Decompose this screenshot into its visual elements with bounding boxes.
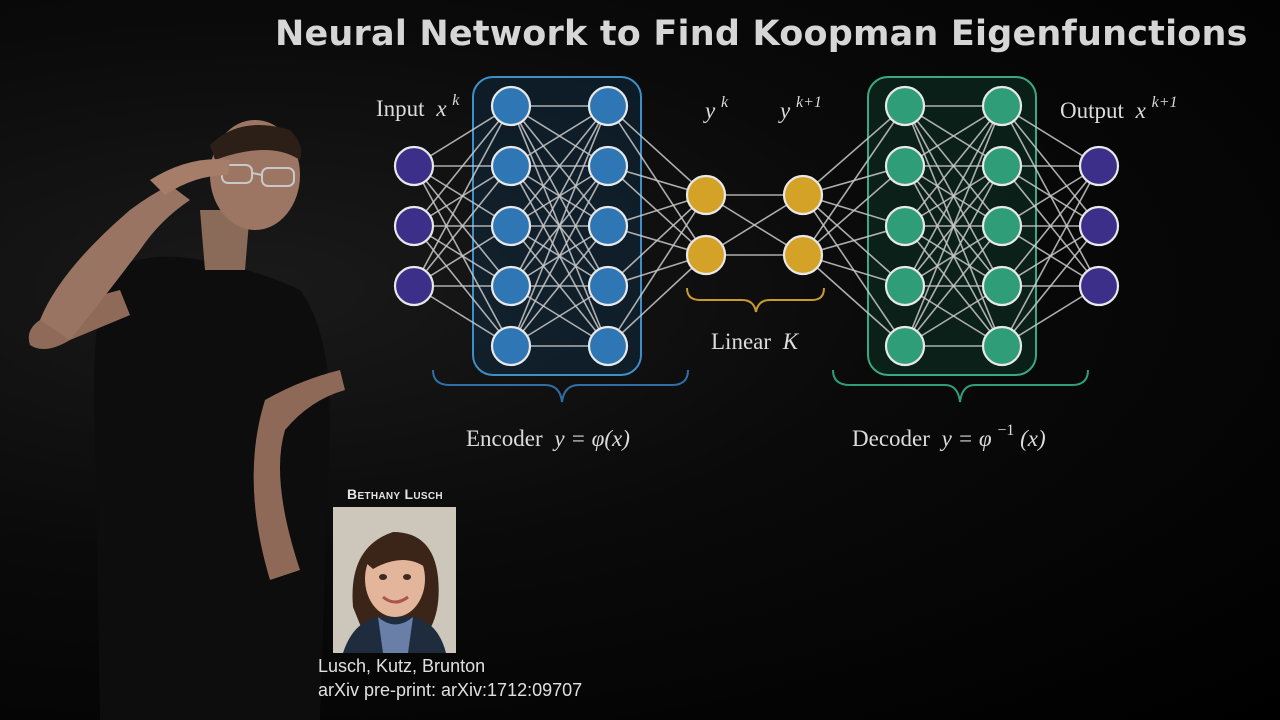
- credit-name: Bethany Lusch: [347, 486, 443, 502]
- network-edge: [413, 105, 512, 287]
- credit-authors: Lusch, Kutz, Brunton: [318, 656, 486, 676]
- presenter-figure-icon: [28, 120, 345, 720]
- decoder-node: [981, 205, 1023, 247]
- encoder-label: Encoder y = φ(x): [466, 426, 630, 451]
- encoder-node: [587, 205, 629, 247]
- network-edge: [904, 105, 1003, 287]
- encoder-node: [490, 265, 532, 307]
- credit-reference: arXiv pre-print: arXiv:1712:09707: [318, 680, 583, 700]
- output-node: [1078, 145, 1120, 187]
- output-node: [1078, 205, 1120, 247]
- output-node: [1078, 265, 1120, 307]
- encoder-node: [490, 325, 532, 367]
- network-edge: [510, 225, 609, 347]
- network-edge: [510, 105, 609, 227]
- network-edge: [1001, 225, 1100, 347]
- linear-k-label: Linear K: [711, 329, 800, 354]
- network-edge: [1001, 165, 1100, 347]
- network-edge: [904, 105, 1003, 227]
- network-edge: [607, 254, 707, 347]
- network-edge: [802, 105, 906, 196]
- network-edge: [607, 194, 707, 347]
- latent-left-label: y k: [703, 94, 729, 123]
- latent-node: [782, 174, 824, 216]
- decoder-brace: [832, 369, 1089, 403]
- latent-node: [782, 234, 824, 276]
- network-edge: [510, 165, 609, 347]
- network-edge: [413, 105, 512, 227]
- decoder-node: [884, 205, 926, 247]
- network-edge: [904, 225, 1003, 347]
- network-edge: [904, 105, 1003, 347]
- network-edge: [802, 105, 906, 256]
- network-edge: [904, 165, 1003, 347]
- network-edge: [510, 105, 609, 287]
- input-node: [393, 265, 435, 307]
- network-edge: [802, 254, 906, 347]
- encoder-node: [490, 85, 532, 127]
- linear-brace: [686, 287, 825, 313]
- encoder-node: [490, 145, 532, 187]
- network-edge: [607, 194, 707, 287]
- latent-node: [685, 174, 727, 216]
- output-label: Output x k+1: [1060, 94, 1178, 123]
- person-portrait-icon: [333, 507, 456, 653]
- network-edge: [1001, 165, 1100, 287]
- latent-right-label: y k+1: [778, 94, 822, 123]
- decoder-node: [884, 325, 926, 367]
- slide-title: Neural Network to Find Koopman Eigenfunc…: [275, 14, 1248, 54]
- encoder-node: [490, 205, 532, 247]
- encoder-node: [587, 145, 629, 187]
- decoder-node: [981, 145, 1023, 187]
- latent-node: [685, 234, 727, 276]
- input-node: [393, 145, 435, 187]
- decoder-node: [884, 85, 926, 127]
- decoder-node: [981, 325, 1023, 367]
- decoder-node: [884, 145, 926, 187]
- network-edge: [607, 105, 707, 196]
- input-label: Input x k: [376, 92, 460, 121]
- network-nodes: [393, 85, 1120, 367]
- encoder-node: [587, 325, 629, 367]
- input-node: [393, 205, 435, 247]
- encoder-node: [587, 85, 629, 127]
- decoder-node: [981, 265, 1023, 307]
- decoder-node: [884, 265, 926, 307]
- network-edge: [413, 165, 512, 287]
- encoder-node: [587, 265, 629, 307]
- network-edge: [802, 165, 906, 256]
- encoder-brace: [432, 369, 689, 403]
- decoder-node: [981, 85, 1023, 127]
- decoder-label: Decoder y = φ −1 (x): [852, 415, 1046, 451]
- network-edge: [510, 105, 609, 347]
